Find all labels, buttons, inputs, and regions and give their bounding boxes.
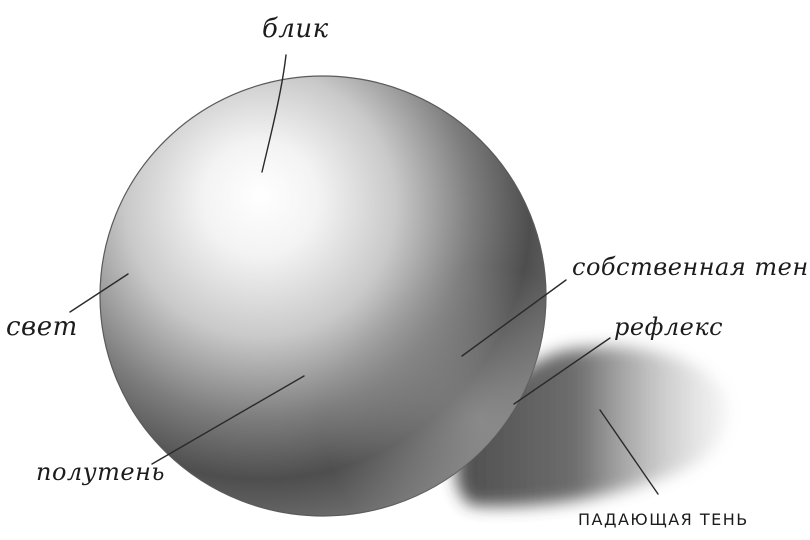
label-highlight: блик bbox=[262, 14, 329, 44]
reflex-area bbox=[100, 76, 546, 516]
label-reflex: рефлекс bbox=[614, 313, 723, 341]
label-cast-shadow: ПАДАЮЩАЯ ТЕНЬ bbox=[578, 510, 749, 529]
label-halftone: полутень bbox=[36, 458, 165, 486]
label-own-shadow: собственная тень bbox=[572, 253, 810, 281]
label-light: свет bbox=[6, 312, 78, 342]
